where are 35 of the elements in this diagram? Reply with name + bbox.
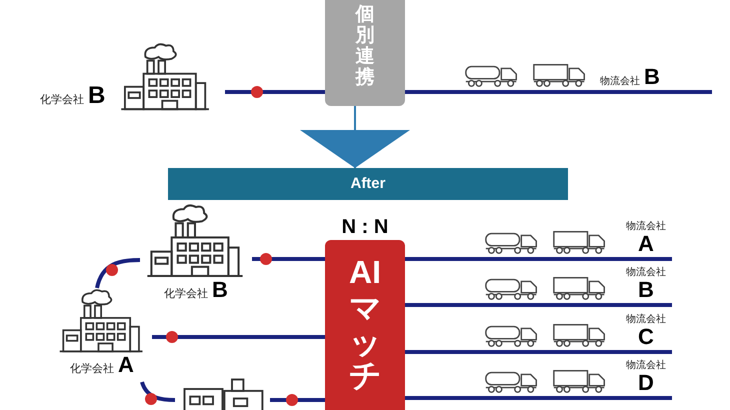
company-letter: A bbox=[118, 354, 134, 376]
company-label: 化学会社 bbox=[70, 361, 114, 377]
company-label: 物流会社 bbox=[626, 314, 666, 326]
connector-line bbox=[405, 257, 672, 261]
connector-line bbox=[225, 90, 325, 94]
band-label: 個別連携 bbox=[356, 4, 374, 90]
company-label: 化学会社 bbox=[40, 92, 84, 108]
connector-line bbox=[405, 90, 712, 94]
company-letter: B bbox=[644, 66, 660, 88]
company-label: 物流会社 bbox=[626, 360, 666, 372]
company-letter: D bbox=[638, 372, 654, 394]
process-band bbox=[325, 0, 405, 106]
connector-line bbox=[270, 398, 325, 402]
panel-title: AI bbox=[349, 256, 381, 288]
company-letter: B bbox=[88, 84, 106, 108]
matching-panel bbox=[325, 240, 405, 410]
company-label: 物流会社 bbox=[600, 76, 640, 88]
company-label: 物流会社 bbox=[626, 220, 666, 233]
connector-line bbox=[405, 303, 672, 307]
company-letter: B bbox=[212, 279, 228, 301]
panel-label: マッチ bbox=[349, 292, 381, 393]
connector-line bbox=[152, 335, 325, 339]
ratio-label: N : N bbox=[340, 215, 390, 240]
company-letter: B bbox=[638, 279, 654, 301]
company-letter: A bbox=[638, 233, 654, 255]
company-letter: C bbox=[638, 326, 654, 348]
company-label: 物流会社 bbox=[626, 266, 666, 279]
company-label: 化学会社 bbox=[164, 286, 208, 302]
connector-line bbox=[405, 396, 672, 400]
connector-line bbox=[95, 258, 140, 288]
connector-line bbox=[252, 257, 325, 261]
section-bar: After bbox=[168, 168, 568, 200]
connector-line bbox=[405, 350, 672, 354]
connector-line bbox=[140, 381, 175, 402]
down-arrow bbox=[300, 106, 410, 168]
